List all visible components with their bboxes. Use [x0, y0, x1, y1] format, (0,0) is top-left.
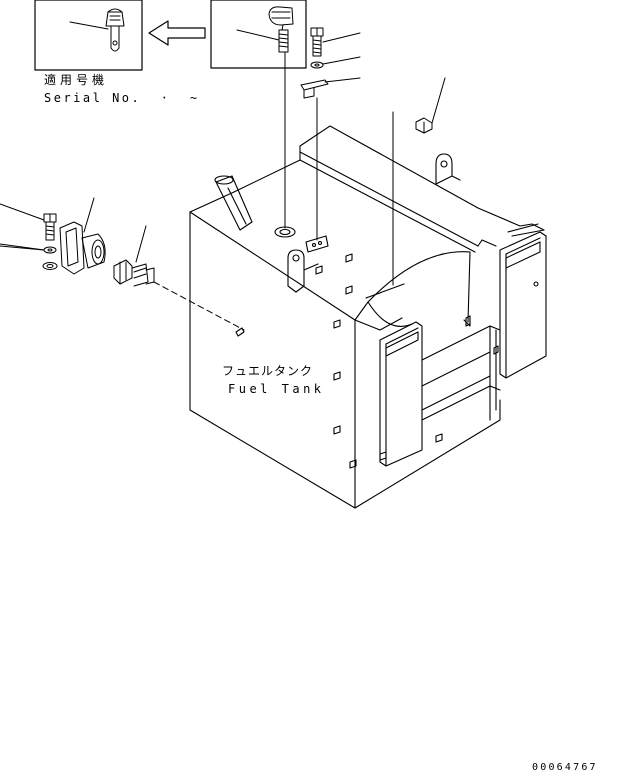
bolt-left	[0, 203, 57, 241]
clamp-left	[59, 197, 106, 275]
bracket-top	[300, 77, 361, 99]
washer-top	[310, 56, 361, 69]
arrow-to-inset	[148, 20, 206, 46]
fuel-tank-label-jp: フュエルタンク	[222, 364, 314, 378]
inset-new-sender	[210, 0, 307, 69]
inset-old-sender	[34, 0, 143, 71]
sensor-left	[113, 225, 245, 331]
washer-left-2	[42, 262, 58, 270]
fuel-tank-label-en: Fuel Tank	[228, 382, 325, 396]
plug-rear	[415, 77, 446, 134]
applicable-serial-label: 適用号機	[44, 73, 109, 87]
leader-washer	[0, 245, 45, 251]
bolt-top	[310, 27, 361, 57]
serial-number-label: Serial No. · ~	[44, 91, 200, 105]
drawing-number: 00064767	[532, 762, 598, 773]
fuel-tank	[189, 125, 547, 509]
